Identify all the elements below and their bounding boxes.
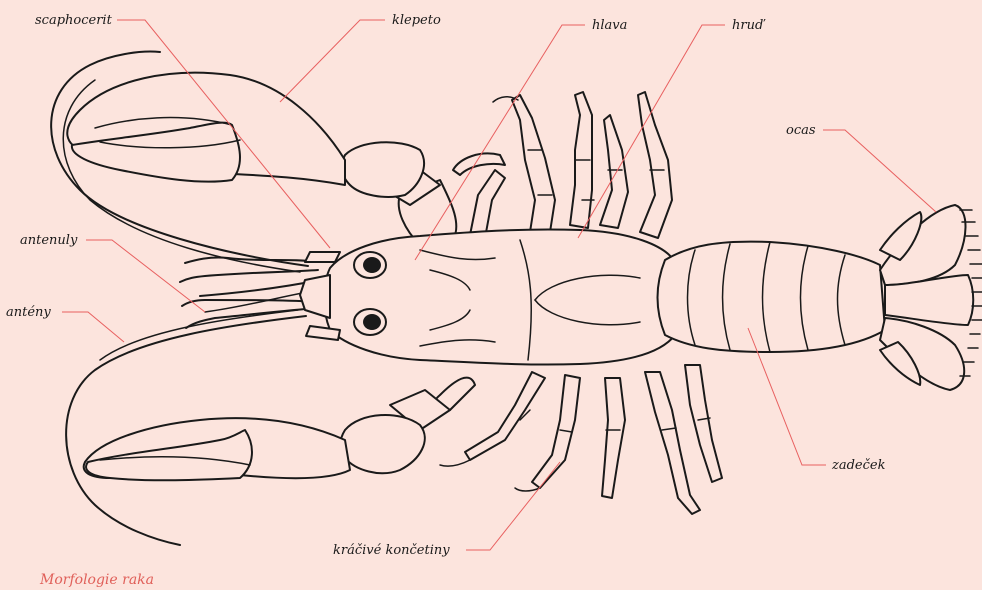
label-klepeto: klepeto — [392, 13, 441, 28]
label-ocas: ocas — [786, 123, 816, 138]
label-zadecek: zadeček — [831, 458, 886, 473]
tail-fan — [880, 205, 982, 390]
abdomen — [658, 242, 886, 352]
carapace — [324, 229, 685, 364]
label-hrud: hruď — [732, 18, 766, 33]
label-kracive-koncetiny: kráčivé končetiny — [333, 543, 450, 558]
figure-caption: Morfologie raka — [39, 572, 154, 588]
leader-klepeto — [280, 20, 385, 102]
label-antenuly: antenuly — [20, 233, 78, 248]
label-anteny: antény — [6, 305, 51, 320]
label-scaphocerit: scaphocerit — [35, 13, 113, 28]
claw-lower — [84, 378, 475, 481]
label-hlava: hlava — [592, 18, 627, 33]
leader-antenuly — [86, 240, 205, 312]
cephalothorax — [300, 229, 685, 364]
leader-anteny — [62, 312, 124, 342]
leader-ocas — [823, 130, 936, 212]
